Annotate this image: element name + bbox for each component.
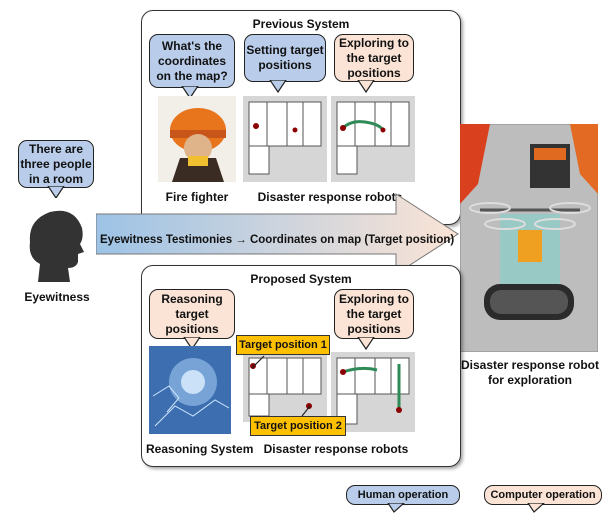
legend-computer-tail [527,503,545,513]
target-pointer-lines [251,355,311,417]
reasoning-bubble-text: Reasoning target positions [161,291,223,336]
legend-human-tail [387,503,405,513]
firefighter-question-bubble: What's the coordinates on the map? [149,34,235,88]
setting-target-bubble: Setting target positions [244,34,326,82]
exploring-text-proposed: Exploring to the target positions [339,291,409,336]
eyewitness-bubble-tail [47,186,65,200]
legend-computer-text: Computer operation [490,488,596,501]
eyewitness-label: Eyewitness [24,290,90,304]
reasoning-bubble-tail [183,337,201,351]
setting-bubble-tail [269,80,287,94]
reasoning-system-label: Reasoning System [146,442,254,456]
exploring-target-bubble-previous: Exploring to the target positions [334,34,414,82]
proposed-system-title: Proposed System [250,272,352,286]
robot-label: Disaster response robot for exploration [460,358,600,388]
floor-map-reasoning [243,352,327,422]
setting-target-text: Setting target positions [246,43,324,72]
robot-image [460,124,598,352]
previous-system-title: Previous System [252,17,350,31]
firefighter-bubble-tail [181,86,199,100]
floor-map-exploring-previous [331,96,415,182]
robots-label-previous: Disaster response robots [257,190,403,204]
exploring-target-bubble-proposed: Exploring to the target positions [334,289,414,339]
eyewitness-bubble: There are three people in a room [18,140,94,188]
exploring-text-previous: Exploring to the target positions [339,35,409,80]
robots-label-proposed: Disaster response robots [263,442,409,456]
reasoning-bubble: Reasoning target positions [149,289,235,339]
firefighter-image [158,96,236,182]
target-position-1-tag: Target position 1 [236,335,330,355]
floor-map-setting [243,96,327,182]
eyewitness-bubble-text: There are three people in a room [20,141,92,186]
legend-computer-operation: Computer operation [484,485,602,505]
firefighter-question-text: What's the coordinates on the map? [156,38,228,83]
legend-human-operation: Human operation [346,485,460,505]
target-position-2-tag: Target position 2 [250,416,346,436]
exploring-bubble-tail-proposed [357,337,375,351]
exploring-bubble-tail-previous [357,80,375,94]
reasoning-brain-image [149,346,231,434]
eyewitness-head-icon [18,198,94,284]
legend-human-text: Human operation [357,488,449,501]
arrow-text: Eyewitness Testimonies → Coordinates on … [100,234,455,246]
firefighter-label: Fire fighter [165,190,229,204]
robot-label-text: Disaster response robot for exploration [460,358,600,387]
testimony-arrow [96,193,459,275]
